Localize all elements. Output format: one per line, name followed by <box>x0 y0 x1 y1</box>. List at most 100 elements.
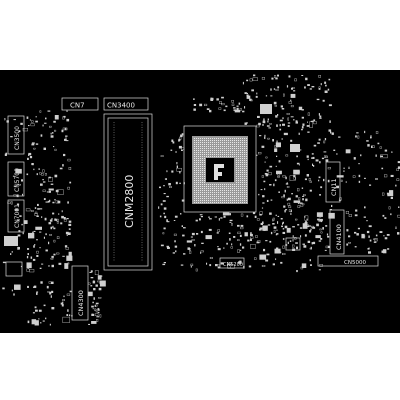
smd-component <box>47 291 51 293</box>
smd-component <box>182 234 185 237</box>
smd-component <box>68 314 71 317</box>
smd-component <box>218 107 222 110</box>
smd-component <box>390 213 392 216</box>
smd-component <box>366 140 369 142</box>
smd-component <box>167 247 170 249</box>
smd-component <box>377 142 380 145</box>
smd-component <box>42 189 46 192</box>
smd-component <box>22 128 28 132</box>
smd-component <box>281 196 285 199</box>
ic-chip <box>260 104 272 114</box>
smd-component <box>92 301 94 304</box>
smd-component <box>325 156 328 159</box>
smd-component <box>42 179 44 181</box>
smd-component <box>61 303 64 307</box>
smd-component <box>270 231 273 235</box>
smd-component <box>273 226 277 229</box>
cn5000-label: CN5000 <box>344 260 366 266</box>
smd-component <box>250 232 252 235</box>
smd-component <box>62 164 64 167</box>
smd-component <box>327 245 330 248</box>
smd-component <box>172 252 175 254</box>
smd-component <box>269 123 272 125</box>
cn5000-outline <box>317 255 379 267</box>
smd-component <box>233 109 237 111</box>
smd-component <box>23 220 28 224</box>
smd-component <box>91 321 97 324</box>
smd-component <box>383 235 385 237</box>
smd-component <box>229 221 232 223</box>
smd-component <box>290 210 292 212</box>
smd-component <box>38 309 42 312</box>
smd-component <box>323 140 326 144</box>
smd-component <box>160 203 163 206</box>
smd-component <box>210 97 214 101</box>
smd-component <box>304 215 309 221</box>
smd-component <box>306 125 310 127</box>
smd-component <box>296 270 298 273</box>
smd-component <box>296 162 300 165</box>
smd-component <box>290 212 292 215</box>
smd-component <box>279 124 281 127</box>
smd-component <box>288 205 292 208</box>
smd-component <box>180 147 185 150</box>
smd-component <box>270 95 273 97</box>
smd-component <box>59 167 63 170</box>
smd-component <box>18 130 21 133</box>
smd-component <box>346 229 349 232</box>
smd-component <box>163 207 167 210</box>
smd-component <box>45 317 47 320</box>
smd-component <box>384 217 387 219</box>
pcb-board[interactable]: CN7 CN3400 CN3500 CN5700 CN7001 CNM2800 … <box>0 70 400 333</box>
cn3500-outline <box>7 115 25 155</box>
smd-component <box>295 195 298 198</box>
smd-component <box>358 174 361 178</box>
smd-component <box>255 95 258 98</box>
smd-component <box>39 247 41 249</box>
smd-component <box>160 155 164 157</box>
smd-component <box>397 232 400 235</box>
smd-component <box>20 265 22 268</box>
smd-component <box>311 86 315 88</box>
smd-component <box>284 209 286 213</box>
smd-component <box>328 78 331 81</box>
smd-component <box>371 145 373 148</box>
smd-component <box>66 218 69 220</box>
smd-component <box>395 226 397 229</box>
smd-component <box>328 212 335 219</box>
smd-component <box>54 174 58 178</box>
smd-component <box>375 178 378 180</box>
smd-component <box>173 220 176 221</box>
smd-component <box>309 121 313 128</box>
smd-component <box>159 186 161 189</box>
smd-component <box>31 120 34 123</box>
smd-component <box>11 251 13 253</box>
smd-component <box>13 293 15 296</box>
smd-component <box>269 212 272 215</box>
smd-component <box>297 202 300 204</box>
smd-component <box>46 285 49 289</box>
smd-component <box>51 290 54 293</box>
cnm2800-slot-outline <box>103 113 153 271</box>
smd-component <box>229 219 233 222</box>
smd-component <box>62 255 65 257</box>
smd-component <box>68 228 71 230</box>
smd-component <box>275 77 278 80</box>
cn7-outline <box>61 97 99 111</box>
smd-component <box>44 217 47 221</box>
smd-component <box>293 119 295 121</box>
smd-component <box>22 193 23 196</box>
smd-component <box>298 106 303 111</box>
smd-component <box>320 231 323 234</box>
smd-component <box>239 234 242 237</box>
smd-component <box>301 263 307 268</box>
ic-chip <box>5 261 23 277</box>
smd-component <box>256 154 258 156</box>
smd-component <box>35 309 38 312</box>
smd-component <box>51 255 54 258</box>
smd-component <box>172 141 175 144</box>
smd-component <box>35 322 39 324</box>
smd-component <box>239 108 242 111</box>
smd-component <box>26 256 29 259</box>
smd-component <box>305 220 307 223</box>
